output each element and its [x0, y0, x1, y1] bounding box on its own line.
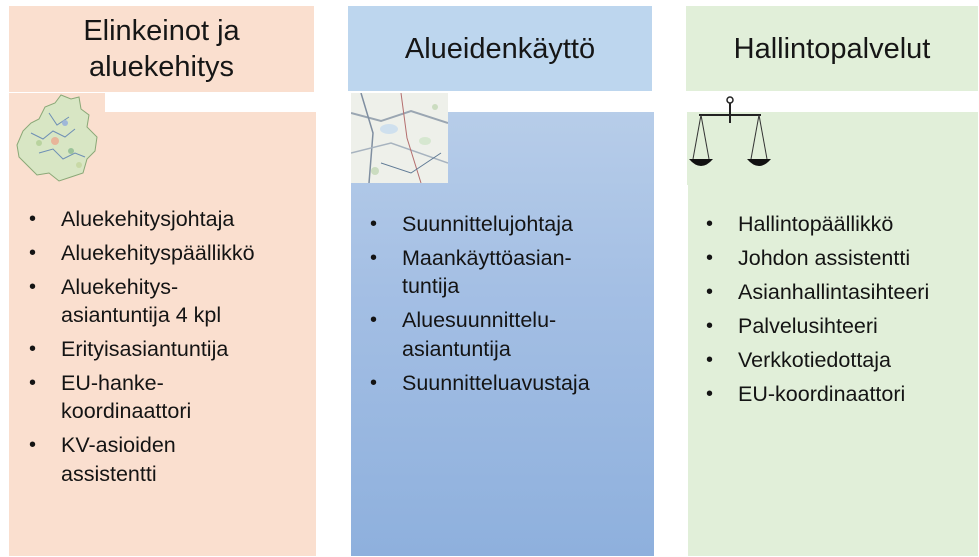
- column-header: Hallintopalvelut: [686, 6, 978, 91]
- list-item: Aluekehityspäällikkö: [27, 239, 307, 268]
- column-header: Elinkeinot ja aluekehitys: [9, 6, 314, 92]
- column-title: Alueidenkäyttö: [404, 32, 596, 65]
- column-title-line: Elinkeinot ja: [83, 15, 240, 47]
- list-item: Hallintopäällikkö: [704, 210, 974, 239]
- regional-map-icon: [9, 93, 105, 184]
- bullet-list: Hallintopäällikkö Johdon assistentti Asi…: [704, 210, 974, 413]
- column-title: Hallintopalvelut: [733, 32, 931, 65]
- list-item: EU-koordinaattori: [704, 380, 974, 409]
- list-item: Maankäyttöasian-tuntija: [368, 244, 648, 301]
- column-header: Alueidenkäyttö: [348, 6, 652, 91]
- list-item: Asianhallintasihteeri: [704, 278, 974, 307]
- column-title: Elinkeinot ja aluekehitys: [83, 13, 239, 85]
- list-item: Suunnittelujohtaja: [368, 210, 648, 239]
- column-title-line: aluekehitys: [88, 51, 235, 83]
- bullet-list: Suunnittelujohtaja Maankäyttöasian-tunti…: [368, 210, 648, 402]
- list-item: Aluesuunnittelu-asiantuntija: [368, 306, 648, 363]
- list-item: Erityisasiantuntija: [27, 335, 307, 364]
- list-item: EU-hanke-koordinaattori: [27, 369, 307, 426]
- scales-of-justice-icon: [687, 93, 773, 185]
- list-item: Suunnitteluavustaja: [368, 369, 648, 398]
- list-item: Johdon assistentti: [704, 244, 974, 273]
- list-item: Palvelusihteeri: [704, 312, 974, 341]
- topographic-map-icon: [351, 93, 448, 183]
- list-item: Aluekehitys-asiantuntija 4 kpl: [27, 273, 307, 330]
- list-item: Verkkotiedottaja: [704, 346, 974, 375]
- bullet-list: Aluekehitysjohtaja Aluekehityspäällikkö …: [27, 205, 307, 494]
- list-item: Aluekehitysjohtaja: [27, 205, 307, 234]
